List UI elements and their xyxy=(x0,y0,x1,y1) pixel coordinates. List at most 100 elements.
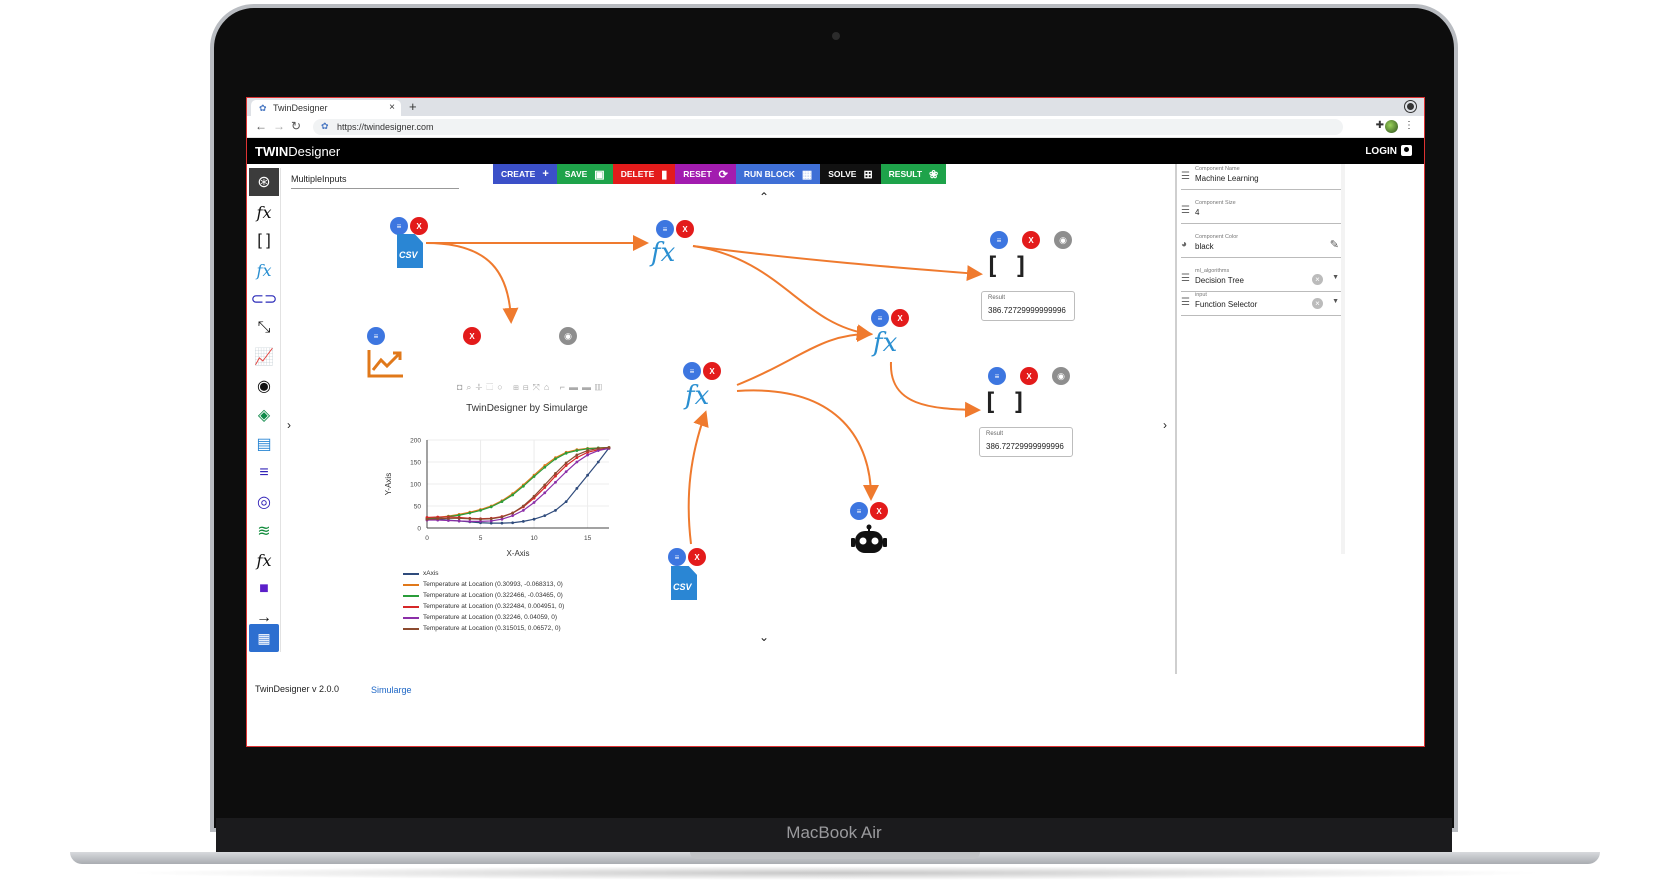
tab-close-icon[interactable]: × xyxy=(389,102,395,113)
series-point-4[interactable] xyxy=(575,460,579,464)
property-value[interactable]: Machine Learning xyxy=(1195,174,1259,183)
property-value[interactable]: 4 xyxy=(1195,208,1200,217)
series-point-2[interactable] xyxy=(543,465,547,469)
legend-item[interactable]: xAxis xyxy=(403,570,439,577)
legend-item[interactable]: Temperature at Location (0.322484, 0.004… xyxy=(403,603,564,610)
series-point-0[interactable] xyxy=(564,500,568,503)
flow-canvas[interactable] xyxy=(281,164,1175,670)
series-point-5[interactable] xyxy=(532,494,536,498)
function-node-icon[interactable]: fx xyxy=(651,238,676,268)
scroll-up-icon[interactable]: ⌃ xyxy=(759,190,770,204)
property-value[interactable]: Function Selector xyxy=(1195,300,1258,309)
robot-options-icon[interactable]: ≡ xyxy=(850,502,868,520)
profile-avatar[interactable] xyxy=(1385,120,1398,133)
robot-remove-button[interactable]: X xyxy=(870,502,888,520)
clear-icon[interactable]: × xyxy=(1312,274,1323,285)
legend-item[interactable]: Temperature at Location (0.322466, -0.03… xyxy=(403,592,563,599)
series-point-5[interactable] xyxy=(447,516,450,520)
palette-link-icon[interactable]: ⊂⊃ xyxy=(250,291,278,308)
series-point-3[interactable] xyxy=(564,464,568,467)
extensions-icon[interactable]: ✚ xyxy=(1375,120,1384,131)
series-point-2[interactable] xyxy=(554,457,557,461)
chart-modebar[interactable]: ◘⌕✛⬚○ ⊞⊟⤧⌂ ⌐▬▬▥ xyxy=(457,382,606,392)
csv2-remove-button[interactable]: X xyxy=(688,548,706,566)
new-tab-button[interactable]: + xyxy=(409,99,417,114)
result1-view-icon[interactable]: ◉ xyxy=(1054,231,1072,249)
series-point-4[interactable] xyxy=(564,470,568,474)
fx1-remove-button[interactable]: X xyxy=(676,220,694,238)
series-point-2[interactable] xyxy=(500,500,504,503)
series-point-5[interactable] xyxy=(596,446,600,450)
create-button[interactable]: CREATE+ xyxy=(493,164,557,184)
chart-remove-button[interactable]: X xyxy=(463,327,481,345)
palette-robot-icon[interactable]: ◉ xyxy=(257,378,271,395)
scroll-down-icon[interactable]: ⌄ xyxy=(759,630,770,644)
series-point-5[interactable] xyxy=(468,517,472,521)
series-point-0[interactable] xyxy=(586,473,589,477)
csv2-options-icon[interactable]: ≡ xyxy=(668,548,686,566)
series-point-2[interactable] xyxy=(489,505,493,509)
series-point-4[interactable] xyxy=(521,509,525,512)
series-point-5[interactable] xyxy=(543,483,547,487)
palette-brackets-icon[interactable]: [ ] xyxy=(257,232,271,249)
series-point-4[interactable] xyxy=(543,491,547,495)
series-point-5[interactable] xyxy=(521,504,525,508)
series-point-5[interactable] xyxy=(586,449,589,452)
palette-trend-chart-icon[interactable]: 📈 xyxy=(254,349,274,366)
function-node-icon-3[interactable]: fx xyxy=(873,328,898,358)
forward-icon[interactable]: → xyxy=(273,119,285,133)
series-point-5[interactable] xyxy=(489,517,493,521)
series-point-2[interactable] xyxy=(511,493,515,497)
series-point-2[interactable] xyxy=(468,511,472,515)
series-point-4[interactable] xyxy=(586,453,589,457)
solve-button[interactable]: SOLVE⊞ xyxy=(820,164,881,184)
palette-square-icon[interactable]: ■ xyxy=(259,580,269,597)
series-point-4[interactable] xyxy=(500,517,504,521)
series-point-3[interactable] xyxy=(543,486,547,489)
footer-link[interactable]: Simularge xyxy=(371,685,412,695)
flow-name-input[interactable]: MultipleInputs xyxy=(291,174,459,189)
legend-item[interactable]: Temperature at Location (0.32246, 0.0405… xyxy=(403,614,557,621)
series-point-3[interactable] xyxy=(575,456,579,459)
fx3-remove-button[interactable]: X xyxy=(891,309,909,327)
delete-button[interactable]: DELETE▮ xyxy=(612,164,676,184)
palette-function-icon-2[interactable]: fx xyxy=(256,550,272,570)
brackets-node-icon-2[interactable]: [ ] xyxy=(983,388,1027,416)
series-point-0[interactable] xyxy=(511,521,515,525)
series-point-2[interactable] xyxy=(564,451,568,455)
fx3-options-icon[interactable]: ≡ xyxy=(871,309,889,327)
palette-compress-icon[interactable]: ⤡ xyxy=(257,319,271,336)
series-point-2[interactable] xyxy=(521,484,525,488)
chart-options-icon[interactable]: ≡ xyxy=(367,327,385,345)
series-point-4[interactable] xyxy=(532,501,536,504)
property-value[interactable]: Decision Tree xyxy=(1195,276,1244,285)
result-button[interactable]: RESULT❀ xyxy=(880,164,947,184)
series-point-2[interactable] xyxy=(479,509,482,512)
result2-options-icon[interactable]: ≡ xyxy=(988,367,1006,385)
series-point-0[interactable] xyxy=(575,487,579,490)
palette-layers-icon[interactable]: ≋ xyxy=(257,523,271,540)
series-point-2[interactable] xyxy=(457,513,461,517)
caret-down-icon[interactable]: ▼ xyxy=(1332,274,1339,281)
series-point-4[interactable] xyxy=(596,449,600,452)
series-point-0[interactable] xyxy=(500,521,504,525)
legend-item[interactable]: Temperature at Location (0.315015, 0.065… xyxy=(403,625,561,632)
csv1-options-icon[interactable]: ≡ xyxy=(390,217,408,235)
series-point-5[interactable] xyxy=(457,516,461,520)
clear-icon[interactable]: × xyxy=(1312,298,1323,309)
palette-home-icon[interactable]: ⊛ xyxy=(249,168,279,196)
series-point-5[interactable] xyxy=(575,453,579,457)
palette-database-icon[interactable]: ≡ xyxy=(259,464,269,481)
series-point-3[interactable] xyxy=(554,474,557,478)
result1-options-icon[interactable]: ≡ xyxy=(990,231,1008,249)
result2-view-icon[interactable]: ◉ xyxy=(1052,367,1070,385)
palette-arrow-right-icon[interactable]: → xyxy=(256,609,272,626)
reload-icon[interactable]: ↻ xyxy=(291,119,302,133)
browser-tab[interactable]: ✿ TwinDesigner × xyxy=(251,100,401,116)
palette-function-blue-icon[interactable]: fx xyxy=(256,260,272,280)
palette-function-icon[interactable]: fx xyxy=(256,202,272,222)
save-button[interactable]: SAVE▣ xyxy=(556,164,613,184)
